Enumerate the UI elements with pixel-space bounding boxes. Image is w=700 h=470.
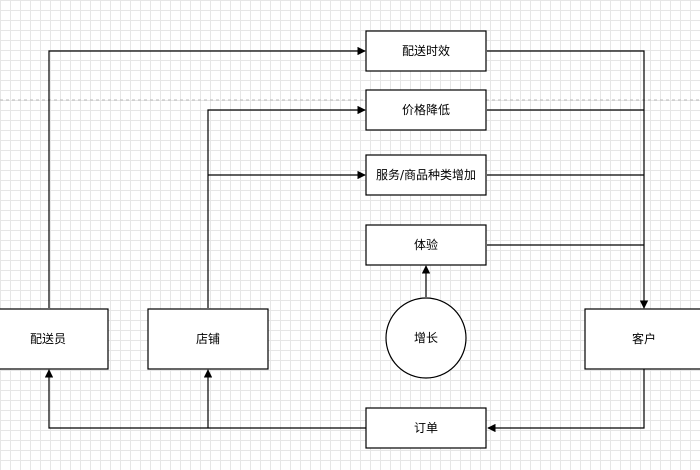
node-box [0,308,109,370]
node-delivery-time[interactable]: 配送时效 [365,30,487,72]
edge-store-to-price-drop [207,105,366,308]
node-box [365,89,487,131]
node-store[interactable]: 店铺 [147,308,269,370]
node-label: 店铺 [196,332,220,346]
node-box [365,154,487,196]
node-label: 体验 [414,237,438,252]
node-experience[interactable]: 体验 [365,224,487,266]
edge-customer-to-order [487,369,645,433]
node-growth[interactable]: 增长 [385,297,467,379]
node-customer[interactable]: 客户 [584,308,700,370]
edge-courier-to-delivery-time [48,46,366,308]
edge-delivery-time-to-customer [487,50,649,309]
node-label: 服务/商品种类增加 [376,167,476,182]
node-label: 配送员 [30,331,66,346]
node-order[interactable]: 订单 [365,407,487,449]
node-label: 客户 [632,331,656,346]
edges [44,46,649,433]
node-price-drop[interactable]: 价格降低 [365,89,487,131]
node-box [147,308,269,370]
node-box [365,30,487,72]
node-label: 配送时效 [402,43,450,58]
node-box [365,224,487,266]
edge-order-to-courier [44,369,366,429]
node-courier[interactable]: 配送员 [0,308,109,370]
node-box [584,308,700,370]
node-label: 增长 [414,331,438,345]
node-circle [385,297,467,379]
node-box [365,407,487,449]
node-label: 订单 [414,421,438,435]
node-label: 价格降低 [402,102,450,117]
node-more-services[interactable]: 服务/商品种类增加 [365,154,487,196]
